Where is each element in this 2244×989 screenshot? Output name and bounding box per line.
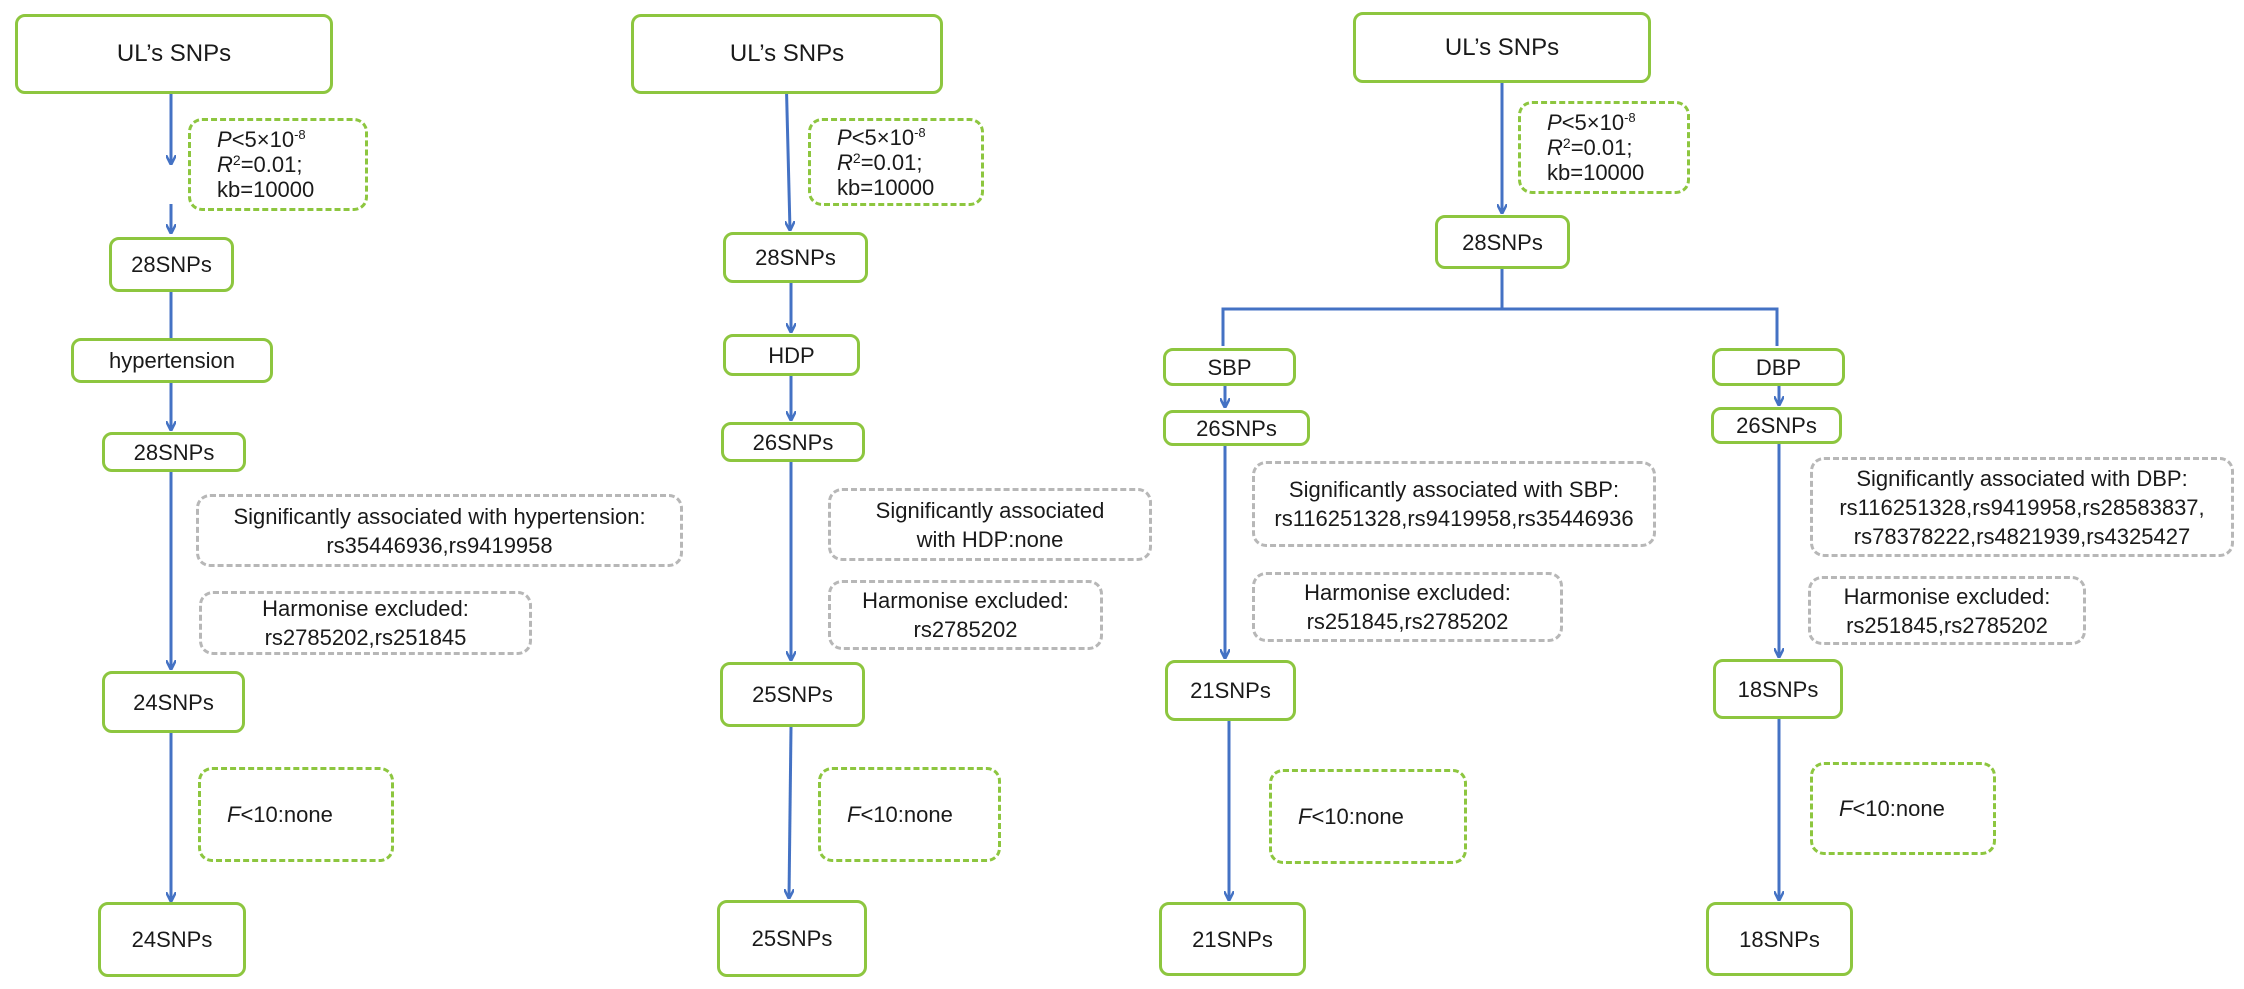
- r2-threshold: R2=0.01;: [217, 152, 303, 177]
- harmonise-excluded-note: Harmonise excluded: rs2785202: [828, 580, 1103, 650]
- final-snp-node: 18SNPs: [1706, 902, 1853, 976]
- f-statistic-filter: F<10:none: [1269, 769, 1467, 864]
- selection-criteria-box: P<5×10-8 R2=0.01; kb=10000: [808, 118, 984, 206]
- significant-association-note: Significantly associated with SBP: rs116…: [1252, 461, 1656, 547]
- final-snp-node: 21SNPs: [1159, 902, 1306, 976]
- snp-count-node: 26SNPs: [721, 422, 865, 462]
- arrow-c2-start-to-snps: [784, 69, 790, 230]
- significant-association-note: Significantly associated with HDP:none: [828, 488, 1152, 561]
- snp-count-node: 28SNPs: [1435, 215, 1570, 269]
- significant-association-note: Significantly associated with hypertensi…: [196, 494, 683, 567]
- p-threshold: P<5×10-8: [217, 127, 306, 152]
- f-statistic-filter: F<10:none: [1810, 762, 1996, 855]
- final-snp-node: 24SNPs: [98, 902, 246, 977]
- harmonise-excluded-note: Harmonise excluded: rs251845,rs2785202: [1808, 576, 2086, 645]
- start-node: UL’s SNPs: [631, 14, 943, 94]
- snp-count-node: 28SNPs: [723, 232, 868, 283]
- final-snp-node: 25SNPs: [717, 900, 867, 977]
- outcome-node: HDP: [723, 334, 860, 376]
- snp-count-node: 24SNPs: [102, 671, 245, 733]
- kb-window: kb=10000: [837, 174, 935, 200]
- outcome-node-sbp: SBP: [1163, 348, 1296, 386]
- branch-connector: [1221, 269, 1504, 346]
- snp-count-node: 28SNPs: [109, 237, 234, 292]
- selection-criteria-box: P<5×10-8 R2=0.01; kb=10000: [1518, 101, 1690, 194]
- snp-count-node: 28SNPs: [102, 432, 246, 472]
- snp-count-node: 25SNPs: [720, 662, 865, 727]
- p-threshold: P<5×10-8: [1547, 110, 1636, 135]
- snp-count-node: 18SNPs: [1713, 659, 1843, 719]
- outcome-node-dbp: DBP: [1712, 348, 1845, 386]
- start-node: UL’s SNPs: [1353, 12, 1651, 83]
- arrow-c2-harmonised-to-final: [789, 726, 791, 898]
- snp-count-node: 21SNPs: [1165, 660, 1296, 721]
- p-threshold: P<5×10-8: [837, 124, 926, 150]
- selection-criteria-box: P<5×10-8 R2=0.01; kb=10000: [188, 118, 368, 211]
- r2-threshold: R2=0.01;: [837, 149, 923, 175]
- f-statistic-filter: F<10:none: [198, 767, 394, 862]
- f-statistic-filter: F<10:none: [818, 767, 1001, 862]
- significant-association-note: Significantly associated with DBP: rs116…: [1810, 457, 2234, 557]
- harmonise-excluded-note: Harmonise excluded: rs251845,rs2785202: [1252, 572, 1563, 642]
- r2-threshold: R2=0.01;: [1547, 135, 1633, 160]
- snp-count-node: 26SNPs: [1163, 410, 1310, 446]
- branch-connector-right: [1502, 307, 1779, 346]
- kb-window: kb=10000: [1547, 160, 1645, 185]
- kb-window: kb=10000: [217, 177, 315, 202]
- snp-count-node: 26SNPs: [1711, 407, 1842, 444]
- outcome-node: hypertension: [71, 338, 273, 383]
- start-node: UL’s SNPs: [15, 14, 333, 94]
- harmonise-excluded-note: Harmonise excluded: rs2785202,rs251845: [199, 591, 532, 655]
